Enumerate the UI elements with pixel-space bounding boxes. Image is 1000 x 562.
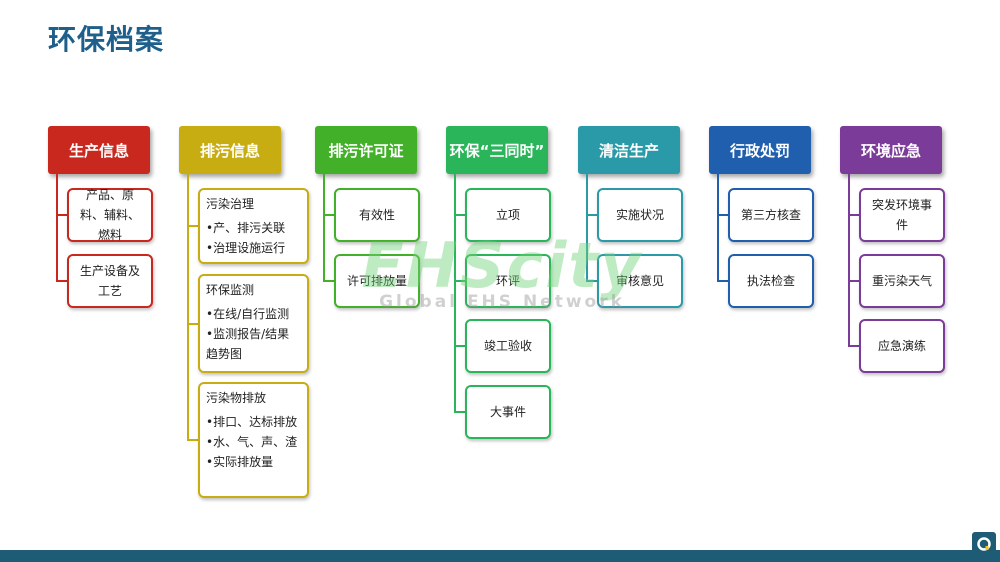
- column-header[interactable]: 清洁生产: [578, 126, 680, 174]
- connector-branch: [323, 280, 334, 282]
- child-node[interactable]: 执法检查: [728, 254, 814, 308]
- child-node-label: 应急演练: [877, 339, 926, 353]
- child-node-label: 审核意见: [615, 274, 664, 288]
- child-node-title: 污染物排放: [206, 391, 267, 405]
- column-header[interactable]: 排污许可证: [315, 126, 417, 174]
- connector-line: [848, 174, 850, 347]
- child-node[interactable]: 应急演练: [859, 319, 945, 373]
- connector-branch: [454, 411, 465, 413]
- child-node[interactable]: 立项: [465, 188, 551, 242]
- column-header[interactable]: 生产信息: [48, 126, 150, 174]
- child-node-label: 重污染天气: [871, 274, 932, 288]
- connector-branch: [848, 280, 859, 282]
- child-node-label: 许可排放量: [346, 274, 407, 288]
- child-node[interactable]: 有效性: [334, 188, 420, 242]
- child-node[interactable]: 审核意见: [597, 254, 683, 308]
- connector-branch: [187, 322, 198, 325]
- connector-branch: [454, 280, 465, 282]
- child-node[interactable]: 环评: [465, 254, 551, 308]
- connector-line: [187, 174, 189, 441]
- child-node[interactable]: 生产设备及工艺: [67, 254, 153, 308]
- connector-branch: [586, 214, 597, 216]
- column-header[interactable]: 行政处罚: [709, 126, 811, 174]
- connector-branch: [717, 214, 728, 216]
- child-node-title: 环保监测: [206, 283, 255, 297]
- child-node-label: 立项: [495, 208, 520, 222]
- child-node-label: 产品、原料、辅料、燃料: [79, 188, 140, 242]
- child-node-bullet: •水、气、声、渣: [206, 435, 298, 449]
- child-node[interactable]: 污染治理 •产、排污关联 •治理设施运行: [198, 188, 309, 264]
- connector-branch: [586, 280, 597, 282]
- connector-branch: [56, 280, 67, 282]
- connector-branch: [717, 280, 728, 282]
- connector-line: [323, 174, 325, 282]
- connector-branch: [454, 345, 465, 347]
- child-node[interactable]: 许可排放量: [334, 254, 420, 308]
- child-node-label: 第三方核查: [740, 208, 801, 222]
- child-node-label: 生产设备及工艺: [79, 264, 140, 298]
- connector-branch: [187, 439, 198, 441]
- column-header[interactable]: 环保“三同时”: [446, 126, 548, 174]
- column-header[interactable]: 环境应急: [840, 126, 942, 174]
- child-node[interactable]: 突发环境事件: [859, 188, 945, 242]
- child-node-bullet: •产、排污关联: [206, 221, 286, 235]
- connector-branch: [56, 214, 67, 216]
- child-node-bullet: •监测报告/结果趋势图: [206, 327, 290, 361]
- child-node-label: 实施状况: [615, 208, 664, 222]
- connector-branch: [848, 214, 859, 216]
- connector-line: [454, 174, 456, 413]
- child-node-label: 执法检查: [746, 274, 795, 288]
- child-node[interactable]: 实施状况: [597, 188, 683, 242]
- child-node[interactable]: 产品、原料、辅料、燃料: [67, 188, 153, 242]
- connector-line: [717, 174, 719, 282]
- connector-branch: [848, 345, 859, 347]
- column-header[interactable]: 排污信息: [179, 126, 281, 174]
- child-node-label: 环评: [495, 274, 520, 288]
- child-node[interactable]: 环保监测 •在线/自行监测 •监测报告/结果趋势图: [198, 274, 309, 373]
- child-node-title: 污染治理: [206, 197, 255, 211]
- footer-bar: [0, 550, 1000, 562]
- connector-branch: [323, 214, 334, 216]
- child-node-bullet: •治理设施运行: [206, 241, 286, 255]
- child-node[interactable]: 大事件: [465, 385, 551, 439]
- child-node-label: 大事件: [489, 405, 526, 419]
- child-node-bullet: •实际排放量: [206, 455, 274, 469]
- child-node-label: 突发环境事件: [871, 198, 932, 232]
- connector-line: [586, 174, 588, 282]
- child-node[interactable]: 竣工验收: [465, 319, 551, 373]
- connector-line: [56, 174, 58, 282]
- connector-branch: [187, 225, 198, 227]
- child-node[interactable]: 污染物排放 •排口、达标排放 •水、气、声、渣 •实际排放量: [198, 382, 309, 498]
- page-title: 环保档案: [48, 23, 165, 56]
- brand-logo-icon: [972, 532, 996, 556]
- child-node[interactable]: 第三方核查: [728, 188, 814, 242]
- child-node-label: 竣工验收: [483, 339, 532, 353]
- child-node-bullet: •排口、达标排放: [206, 415, 298, 429]
- child-node-bullet: •在线/自行监测: [206, 307, 290, 321]
- child-node[interactable]: 重污染天气: [859, 254, 945, 308]
- child-node-label: 有效性: [358, 208, 395, 222]
- connector-branch: [454, 214, 465, 216]
